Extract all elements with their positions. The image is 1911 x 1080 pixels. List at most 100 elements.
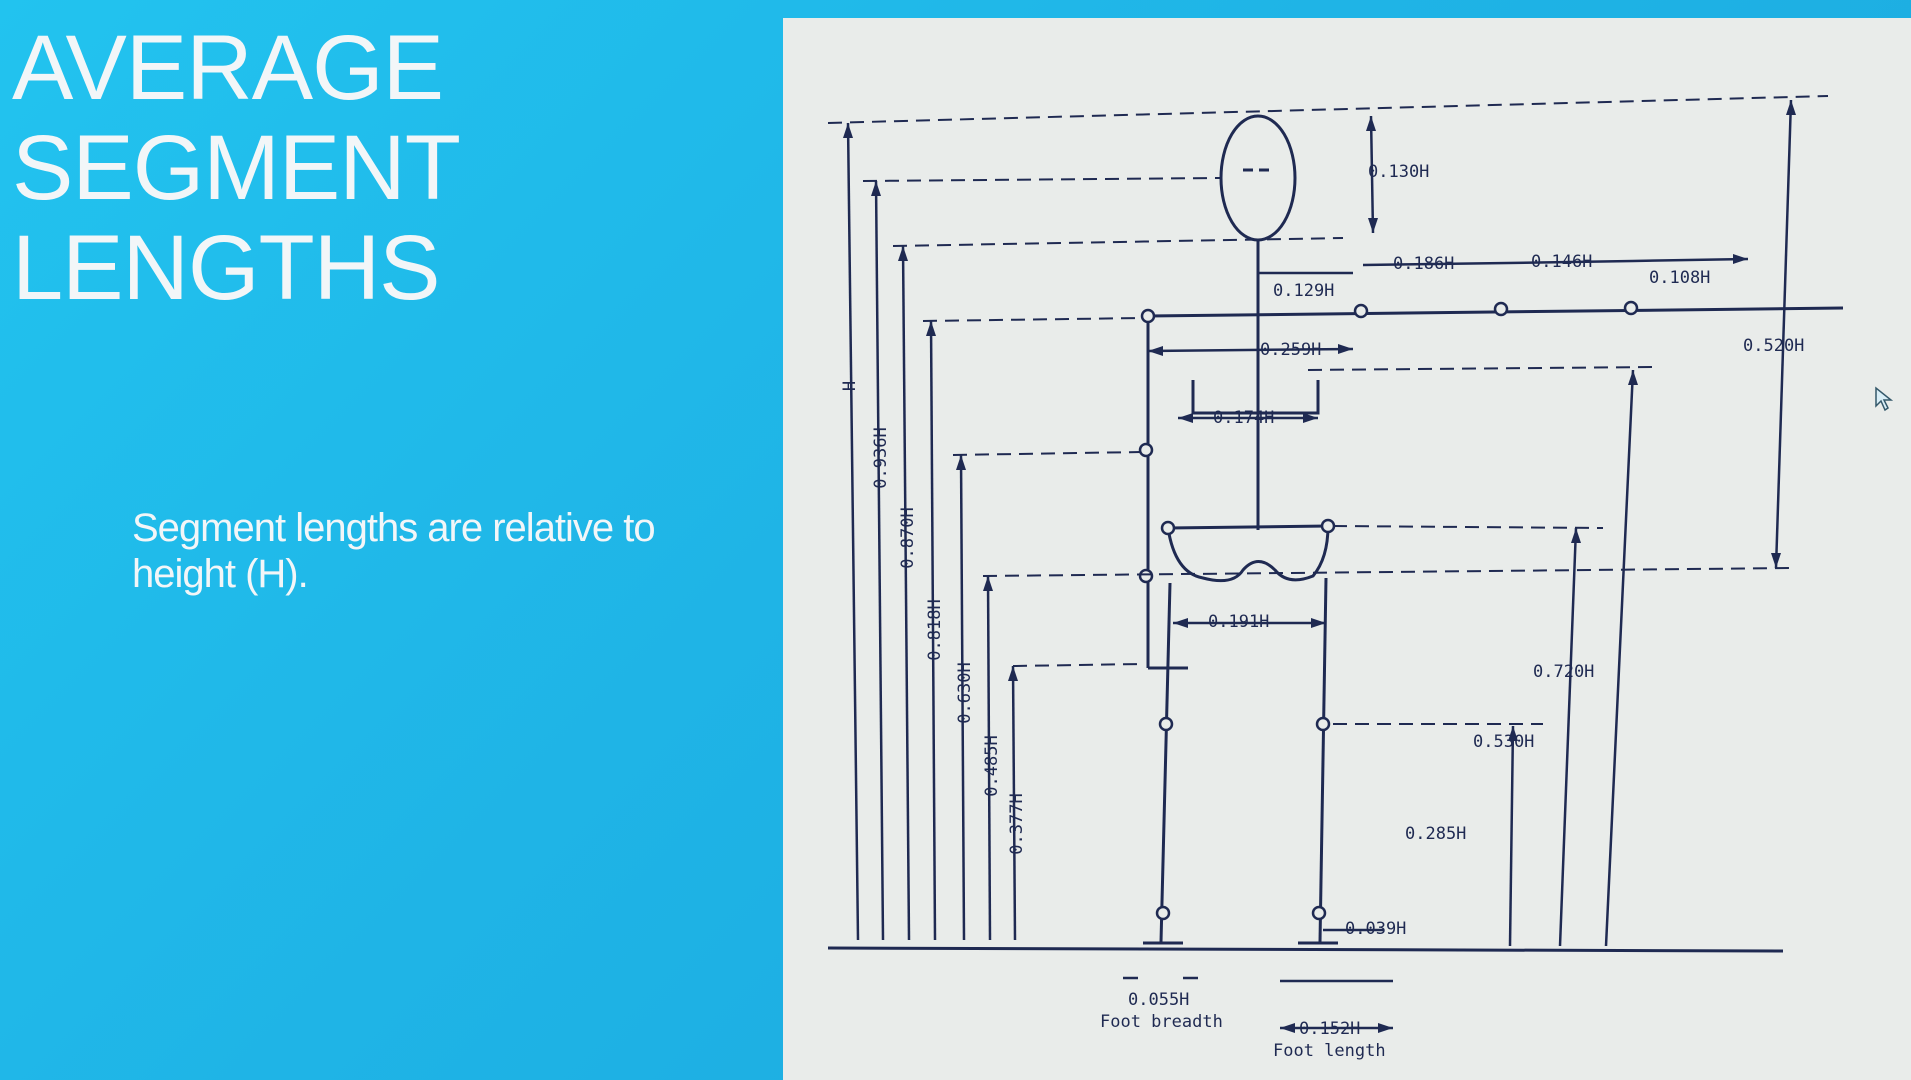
left-ankle-joint (1155, 905, 1171, 921)
dim-0108 (1632, 257, 1749, 263)
ground-line (827, 946, 1784, 953)
dim-0936 (874, 180, 885, 941)
dim-0485 (986, 575, 992, 941)
label-0285: 0.285H (1405, 824, 1466, 844)
arrowheads (843, 100, 1796, 1033)
label-0870: 0.870H (898, 507, 918, 568)
arrow-0259-left (1148, 346, 1163, 356)
right-hip-joint (1320, 518, 1336, 534)
label-0186: 0.186H (1393, 254, 1454, 274)
segment-length-diagram: H 0.936H 0.870H 0.818H 0.630H 0.485H 0.3… (827, 95, 1844, 1061)
label-0108: 0.108H (1649, 268, 1710, 288)
elbow-dash (952, 451, 1142, 456)
stick-figure (827, 114, 1844, 953)
head-outline (1219, 114, 1297, 242)
arrow-0485-top (983, 576, 993, 591)
hip-line (1167, 524, 1329, 530)
joint-markers (1138, 300, 1639, 921)
hip-dash (1332, 525, 1604, 529)
shoulder-dash (922, 317, 1144, 322)
arrow-0720-top (1628, 370, 1638, 385)
label-0936: 0.936H (871, 427, 891, 488)
dim-0520 (1774, 99, 1793, 569)
label-0377: 0.377H (1007, 793, 1027, 854)
arrow-0108-right (1733, 254, 1748, 264)
left-wrist-joint (1138, 568, 1154, 584)
anthropometric-figure: H 0.936H 0.870H 0.818H 0.630H 0.485H 0.3… (783, 18, 1911, 1080)
dim-H (846, 122, 860, 941)
arrow-0818-top (926, 321, 936, 336)
left-knee-joint (1158, 716, 1174, 732)
arrow-0520-top (1786, 100, 1796, 115)
finger-joint (1623, 300, 1639, 316)
label-0520: 0.520H (1743, 336, 1804, 356)
arrow-0530-top (1571, 528, 1581, 543)
arrow-0630-top (956, 455, 966, 470)
label-H: H (840, 381, 860, 391)
dim-0377 (1011, 665, 1017, 941)
left-leg-line (1159, 582, 1172, 943)
title-line-1: AVERAGE (12, 17, 444, 119)
chest-bracket (1191, 380, 1320, 415)
label-0630: 0.630H (955, 662, 975, 723)
label-0485: 0.485H (982, 735, 1002, 796)
left-hip-joint (1160, 520, 1176, 536)
label-0530: 0.530H (1473, 732, 1534, 752)
body-text: Segment lengths are relative to height (… (132, 506, 656, 596)
arrow-0285-top (1508, 726, 1518, 741)
elbow-joint (1353, 303, 1369, 319)
label-0191: 0.191H (1208, 612, 1269, 632)
dim-0285 (1508, 725, 1515, 947)
dim-0146 (1507, 259, 1634, 265)
label-0129: 0.129H (1273, 281, 1334, 301)
chin-dash (892, 237, 1344, 247)
arrow-0174-left (1178, 413, 1193, 423)
title-line-3: LENGTHS (12, 217, 441, 319)
arrow-0936-top (871, 181, 881, 196)
chest-dash (1307, 366, 1654, 371)
eye-dash (862, 177, 1222, 182)
knuckle-dash (1012, 663, 1144, 667)
dim-0818 (929, 320, 937, 941)
arrow-0191-left (1173, 618, 1188, 628)
label-0130: 0.130H (1368, 162, 1429, 182)
reference-dashes (827, 95, 1829, 725)
label-0174: 0.174H (1213, 408, 1274, 428)
right-knee-joint (1315, 716, 1331, 732)
label-foot-breadth: Foot breadth (1100, 1012, 1223, 1032)
right-ankle-joint (1311, 905, 1327, 921)
label-foot-length: Foot length (1273, 1041, 1386, 1061)
wrist-joint (1493, 301, 1509, 317)
arrow-0520-bottom (1771, 553, 1781, 568)
arrow-0870-top (898, 246, 908, 261)
dim-0630 (959, 454, 966, 941)
arrow-0377-top (1008, 666, 1018, 681)
arrow-0130-bottom (1368, 218, 1378, 233)
left-elbow-joint (1138, 442, 1154, 458)
arrow-0191-right (1311, 618, 1326, 628)
dimension-lines (846, 99, 1793, 1030)
arrow-0259-right (1338, 344, 1353, 354)
left-shoulder-joint (1140, 308, 1156, 324)
arrow-0152-right (1378, 1023, 1393, 1033)
arrow-H-top (843, 123, 853, 138)
dim-0870 (901, 245, 911, 941)
label-0818: 0.818H (925, 599, 945, 660)
dim-0186 (1362, 261, 1509, 267)
dimension-labels: H 0.936H 0.870H 0.818H 0.630H 0.485H 0.3… (840, 162, 1804, 1061)
label-0055: 0.055H (1128, 990, 1189, 1010)
dim-0130 (1369, 115, 1375, 234)
label-0152: 0.152H (1299, 1019, 1360, 1039)
dim-0720 (1604, 369, 1635, 947)
top-dash (827, 95, 1829, 124)
dim-0259 (1147, 347, 1354, 353)
label-0259: 0.259H (1260, 340, 1321, 360)
label-0146: 0.146H (1531, 252, 1592, 272)
dim-0530 (1558, 527, 1578, 947)
wrist-dash (982, 567, 1794, 577)
label-0720: 0.720H (1533, 662, 1594, 682)
slide-title: AVERAGE SEGMENT LENGTHS (12, 17, 461, 319)
arrow-0152-left (1280, 1023, 1295, 1033)
title-line-2: SEGMENT (12, 117, 461, 219)
